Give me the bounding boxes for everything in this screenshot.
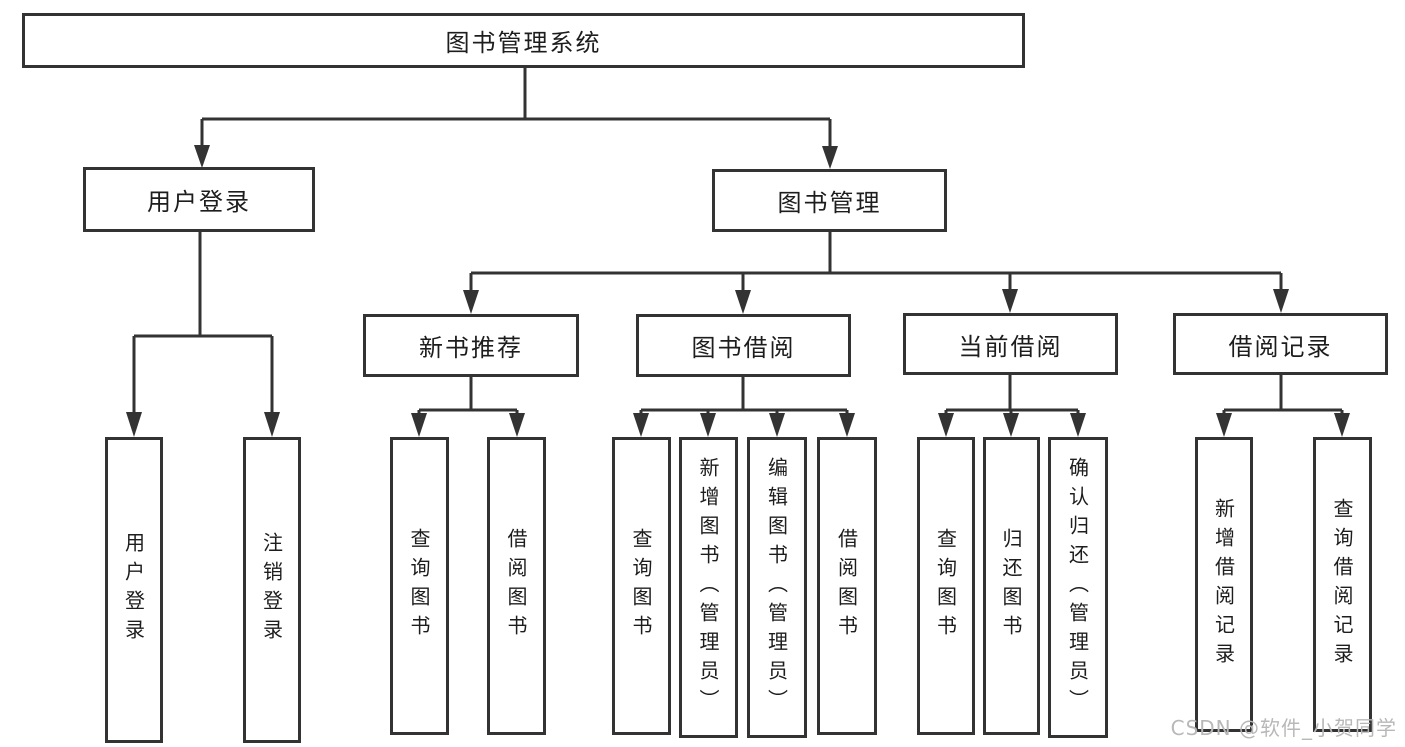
node-root-label: 图书管理系统 xyxy=(445,29,602,57)
arrowhead-icon xyxy=(700,413,716,437)
arrowhead-icon xyxy=(769,413,785,437)
arrowhead-icon xyxy=(1273,289,1289,313)
arrowhead-icon xyxy=(194,145,210,168)
node-book-borrow: 图书借阅 xyxy=(636,314,851,377)
node-root: 图书管理系统 xyxy=(22,13,1025,68)
node-book-management-label: 图书管理 xyxy=(777,189,882,217)
leaf-newbooks-borrow-books-label: 借阅图书 xyxy=(504,528,528,644)
arrowhead-icon xyxy=(822,146,838,169)
arrowheads-borrow-records-leaves xyxy=(1216,413,1350,437)
arrowheads-current-borrow-leaves xyxy=(938,413,1086,437)
arrowhead-icon xyxy=(1003,413,1019,437)
leaf-records-query-record: 查询借阅记录 xyxy=(1313,437,1372,732)
leaf-borrow-add-books-admin: 新增图书（管理员） xyxy=(679,437,738,738)
leaf-current-return-books: 归还图书 xyxy=(983,437,1040,735)
connector-book-mgmt-to-level3 xyxy=(469,232,1283,292)
arrowhead-icon xyxy=(463,290,479,314)
leaf-current-return-books-label: 归还图书 xyxy=(999,528,1023,644)
leaf-logout-label: 注销登录 xyxy=(259,532,284,648)
arrowhead-icon xyxy=(735,290,751,314)
arrowhead-icon xyxy=(1216,413,1232,437)
leaf-current-confirm-return-admin: 确认归还（管理员） xyxy=(1048,437,1108,738)
leaf-borrow-edit-books-admin-label: 编辑图书（管理员） xyxy=(764,457,789,718)
arrowhead-icon xyxy=(411,413,427,437)
connector-borrow-records-to-leaves xyxy=(1222,375,1344,414)
arrowhead-icon xyxy=(1334,413,1350,437)
connector-root-to-level2 xyxy=(200,68,832,147)
arrowhead-icon xyxy=(839,413,855,437)
leaf-current-confirm-return-admin-label: 确认归还（管理员） xyxy=(1065,457,1090,718)
node-current-borrow-label: 当前借阅 xyxy=(958,332,1063,361)
arrowhead-icon xyxy=(938,413,954,437)
arrowhead-icon xyxy=(509,413,525,437)
node-new-book-recommend: 新书推荐 xyxy=(363,314,579,377)
leaf-current-query-books: 查询图书 xyxy=(917,437,975,735)
leaf-borrow-query-books-label: 查询图书 xyxy=(629,528,653,644)
connector-current-borrow-to-leaves xyxy=(944,375,1080,414)
leaf-records-add-record-label: 新增借阅记录 xyxy=(1211,497,1236,672)
node-user-login-label: 用户登录 xyxy=(147,188,251,216)
node-user-login: 用户登录 xyxy=(83,167,315,232)
leaf-newbooks-query-books-label: 查询图书 xyxy=(407,528,431,644)
leaf-records-add-record: 新增借阅记录 xyxy=(1195,437,1253,732)
node-current-borrow: 当前借阅 xyxy=(903,313,1118,375)
leaf-current-query-books-label: 查询图书 xyxy=(933,528,958,644)
arrowhead-icon xyxy=(126,412,142,437)
leaf-borrow-borrow-books: 借阅图书 xyxy=(817,437,877,735)
node-book-management: 图书管理 xyxy=(712,169,947,232)
arrowhead-icon xyxy=(633,413,649,437)
connector-user-login-to-leaves xyxy=(132,232,274,414)
arrowheads-book-mgmt-level3 xyxy=(463,289,1289,314)
node-borrow-records-label: 借阅记录 xyxy=(1228,332,1333,361)
node-book-borrow-label: 图书借阅 xyxy=(691,334,796,362)
csdn-watermark: CSDN @软件_小贺同学 xyxy=(1170,716,1397,740)
arrowhead-icon xyxy=(264,412,280,437)
leaf-borrow-borrow-books-label: 借阅图书 xyxy=(834,528,859,644)
connector-book-borrow-to-leaves xyxy=(639,377,849,414)
leaf-user-login: 用户登录 xyxy=(105,437,163,743)
arrowheads-new-books-leaves xyxy=(411,413,525,437)
leaf-newbooks-query-books: 查询图书 xyxy=(390,437,449,735)
arrowheads-root-to-level2 xyxy=(194,145,838,169)
leaf-records-query-record-label: 查询借阅记录 xyxy=(1330,497,1354,672)
leaf-borrow-add-books-admin-label: 新增图书（管理员） xyxy=(696,457,720,718)
node-new-book-recommend-label: 新书推荐 xyxy=(419,334,523,362)
leaf-user-login-label: 用户登录 xyxy=(121,532,146,648)
arrowheads-book-borrow-leaves xyxy=(633,413,855,437)
arrowhead-icon xyxy=(1070,413,1086,437)
leaf-borrow-query-books: 查询图书 xyxy=(612,437,671,735)
connector-new-books-to-leaves xyxy=(417,377,519,414)
leaf-borrow-edit-books-admin: 编辑图书（管理员） xyxy=(747,437,807,738)
node-borrow-records: 借阅记录 xyxy=(1173,313,1388,375)
leaf-newbooks-borrow-books: 借阅图书 xyxy=(487,437,546,735)
leaf-logout: 注销登录 xyxy=(243,437,301,743)
arrowhead-icon xyxy=(1002,289,1018,313)
arrowheads-user-login-leaves xyxy=(126,412,280,437)
